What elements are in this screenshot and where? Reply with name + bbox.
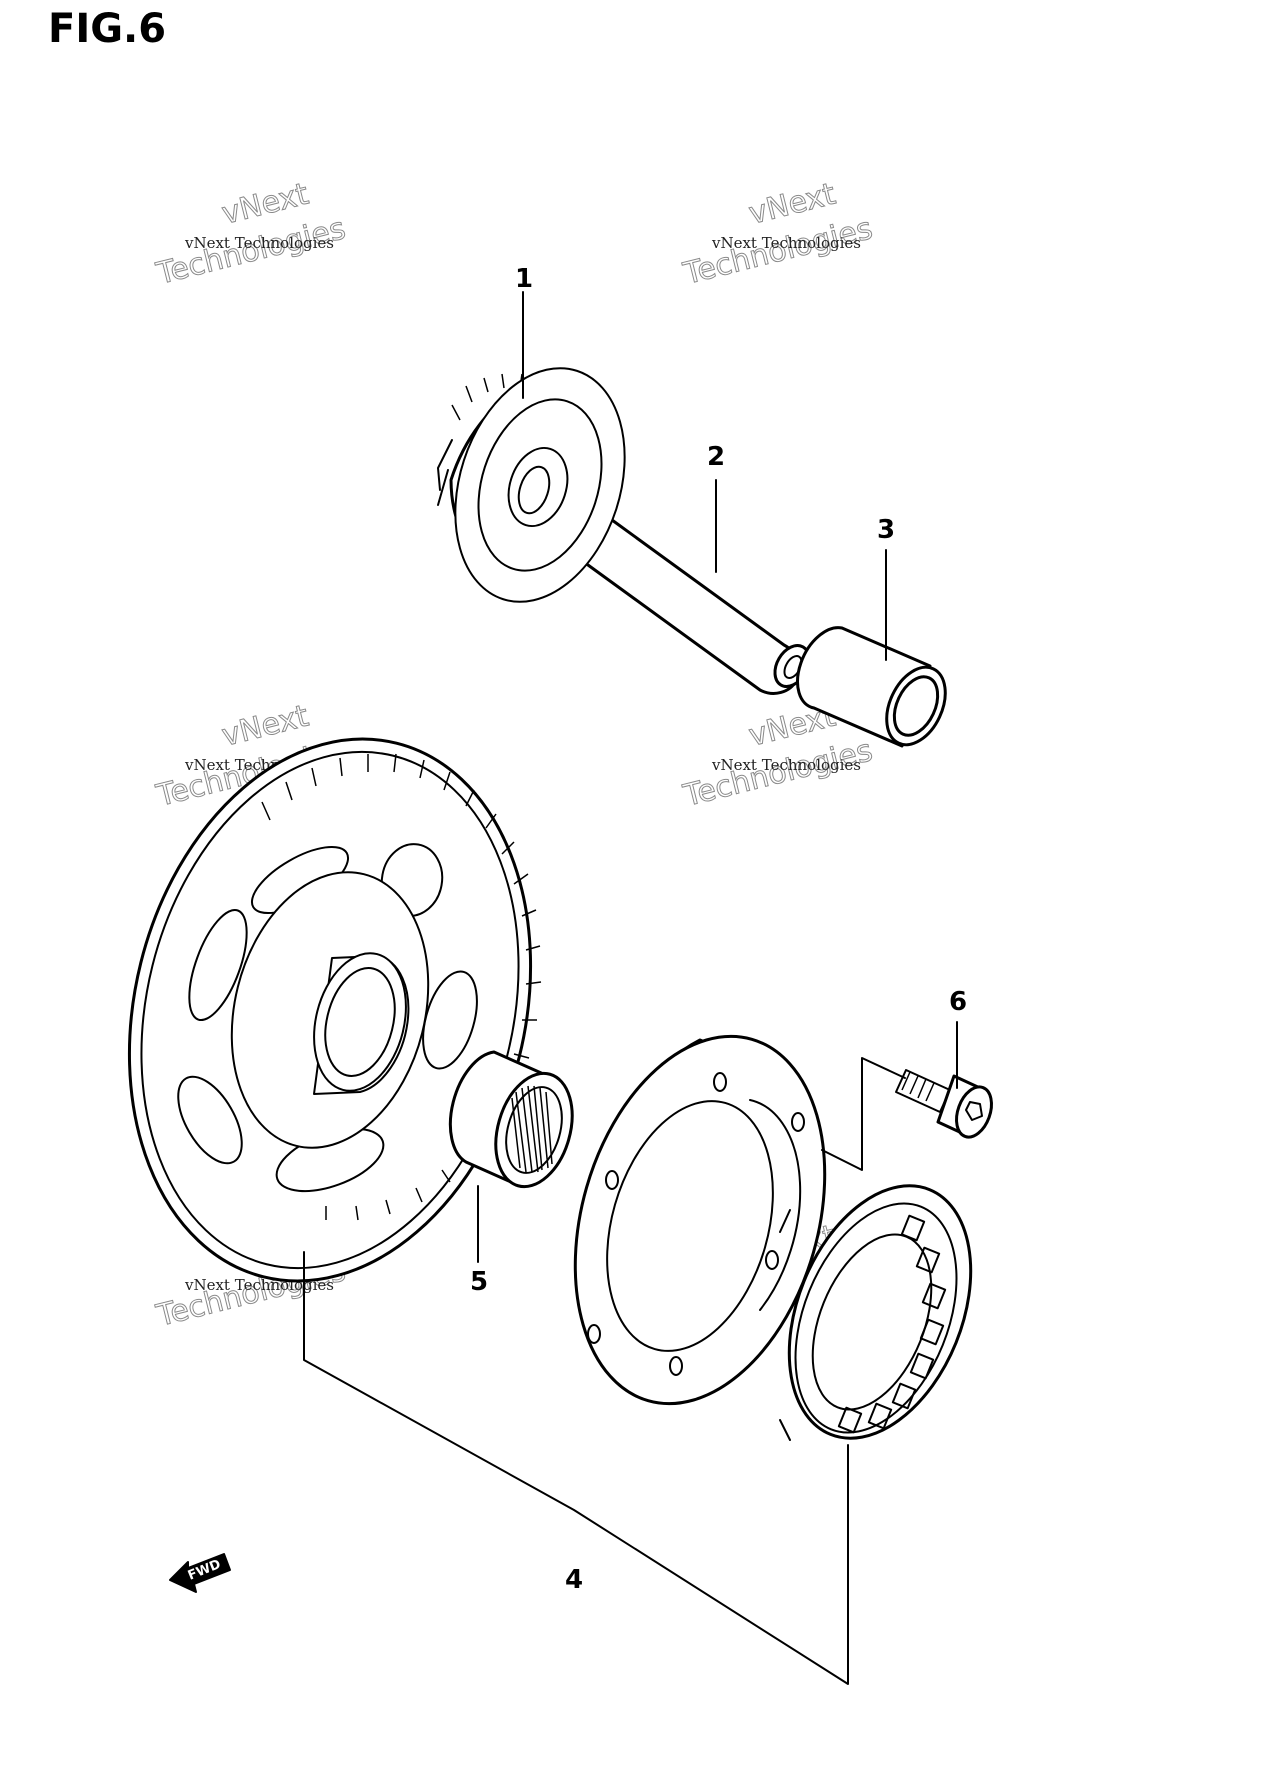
part-3-bushing bbox=[796, 626, 947, 748]
part-4-clutch-housing bbox=[573, 1034, 827, 1406]
leader-lines bbox=[303, 291, 958, 1685]
watermark-2: vNext Technologies vNext Technologies bbox=[679, 176, 876, 292]
part-4-one-way-clutch bbox=[779, 1184, 973, 1441]
callout-4: 4 bbox=[565, 1565, 583, 1595]
watermark-text: vNext Technologies bbox=[711, 756, 861, 774]
part-5-needle-bearing bbox=[448, 1050, 574, 1189]
part-2-idle-shaft bbox=[575, 515, 811, 695]
part-4-starter-driven-gear bbox=[127, 737, 542, 1283]
watermark-1: vNext Technologies vNext Technologies bbox=[152, 176, 349, 292]
forward-arrow-icon: FWD bbox=[169, 1553, 231, 1593]
watermark-text: vNext Technologies bbox=[711, 234, 861, 252]
figure-title: FIG.6 bbox=[48, 6, 166, 52]
callout-3: 3 bbox=[877, 515, 895, 545]
part-1-idle-gear bbox=[437, 367, 626, 603]
watermark-text: vNext Technologies bbox=[184, 234, 334, 252]
callouts: 1 2 3 4 5 6 bbox=[470, 264, 967, 1595]
callout-2: 2 bbox=[707, 442, 725, 472]
callout-6: 6 bbox=[949, 987, 967, 1017]
callout-5: 5 bbox=[470, 1267, 488, 1297]
part-6-bolt bbox=[895, 1069, 993, 1139]
callout-1: 1 bbox=[515, 264, 533, 294]
